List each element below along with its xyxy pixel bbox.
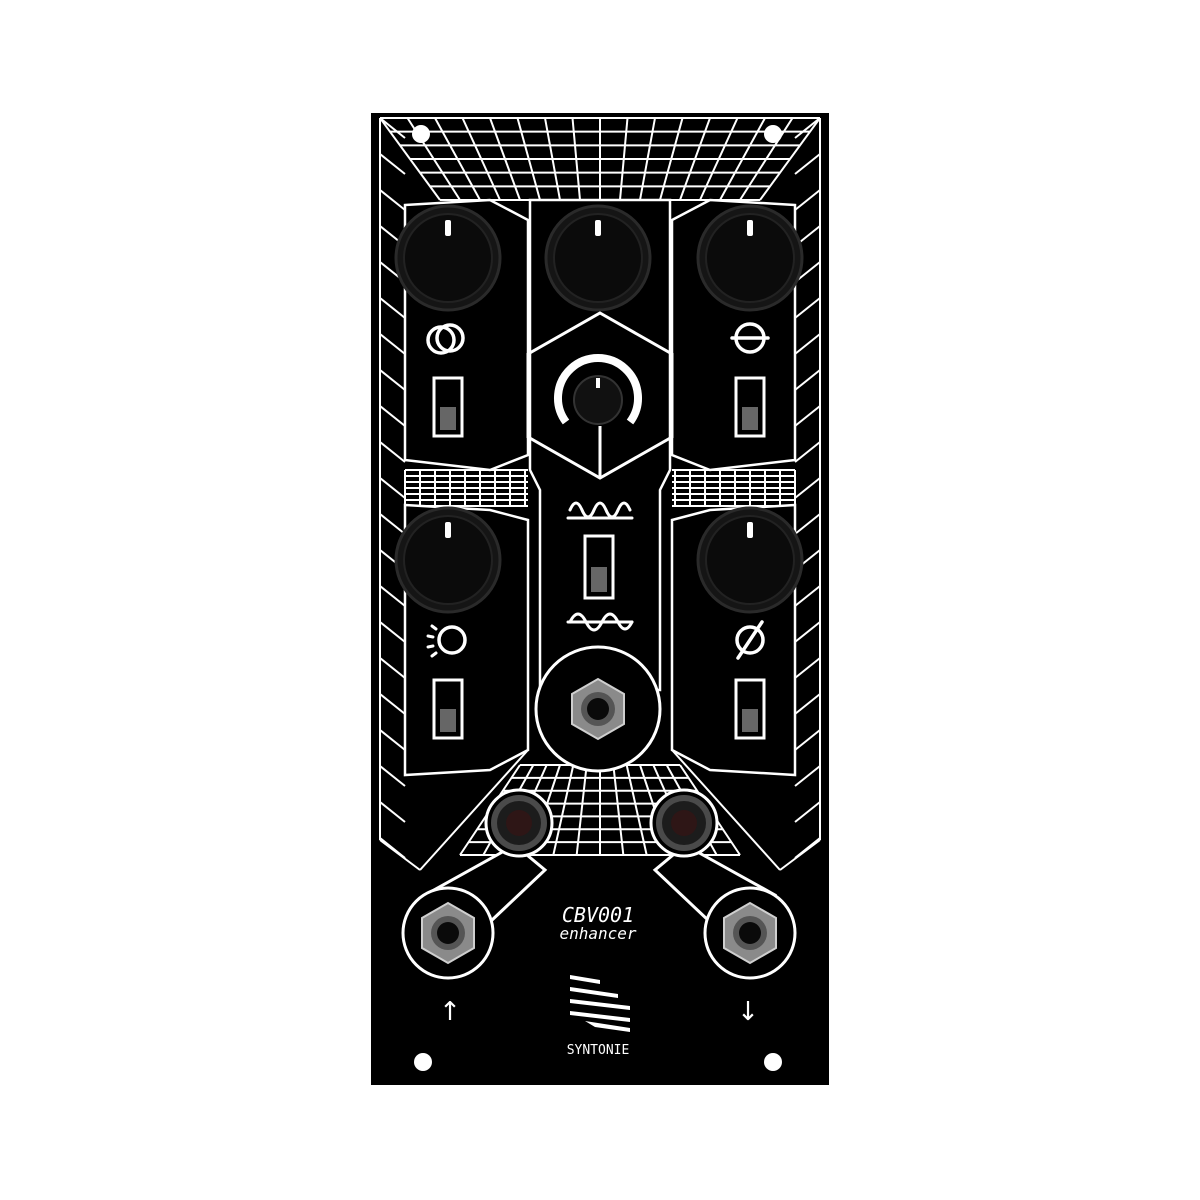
switch-left-lower[interactable] [432, 678, 464, 740]
knob-bottom-left[interactable] [394, 506, 502, 614]
dotted-ring-icon [426, 624, 467, 658]
jack-center[interactable] [534, 645, 662, 773]
brand-label: SYNTONIE [567, 1043, 630, 1058]
mounting-hole [764, 125, 782, 143]
knob-top-left[interactable] [394, 204, 502, 312]
knob-pointer [445, 522, 451, 538]
mounting-hole [412, 125, 430, 143]
knob-pointer [747, 522, 753, 538]
knob-top-right[interactable] [696, 204, 804, 312]
mounting-hole [764, 1053, 782, 1071]
switch-lever [440, 407, 456, 430]
module-model: CBV001 [562, 903, 634, 927]
double-loop-icon [426, 323, 465, 355]
knob-bottom-right[interactable] [696, 506, 804, 614]
module-name: enhancer [559, 924, 636, 943]
input-arrow: ↑ [439, 997, 461, 1027]
hex-cube [526, 311, 674, 480]
wave-upper-icon [566, 501, 634, 520]
knob-top-center[interactable] [544, 204, 652, 312]
jack-output[interactable] [703, 886, 797, 980]
knob-scale-arc [554, 354, 642, 425]
knob-pointer [445, 220, 451, 236]
wave-lower-icon [566, 612, 634, 632]
switch-right-lower[interactable] [734, 678, 766, 740]
switch-right-upper[interactable] [734, 376, 766, 438]
switch-lever [742, 709, 758, 732]
mounting-hole [414, 1053, 432, 1071]
mounting-holes [412, 125, 782, 1071]
output-arrow: ↓ [737, 997, 759, 1027]
switch-lever [591, 567, 607, 592]
switch-center[interactable] [583, 534, 615, 600]
switch-lever [742, 407, 758, 430]
knob-pointer [747, 220, 753, 236]
jack-mid-right[interactable] [649, 788, 719, 858]
switch-lever [440, 709, 456, 732]
circle-bar-icon [730, 322, 770, 354]
knob-center-hex[interactable] [554, 354, 642, 425]
jack-input[interactable] [401, 886, 495, 980]
knob-pointer [595, 220, 601, 236]
jack-mid-left[interactable] [484, 788, 554, 858]
syntonie-logo-icon [570, 975, 630, 1032]
switch-left-upper[interactable] [432, 376, 464, 438]
phase-icon [735, 620, 765, 660]
